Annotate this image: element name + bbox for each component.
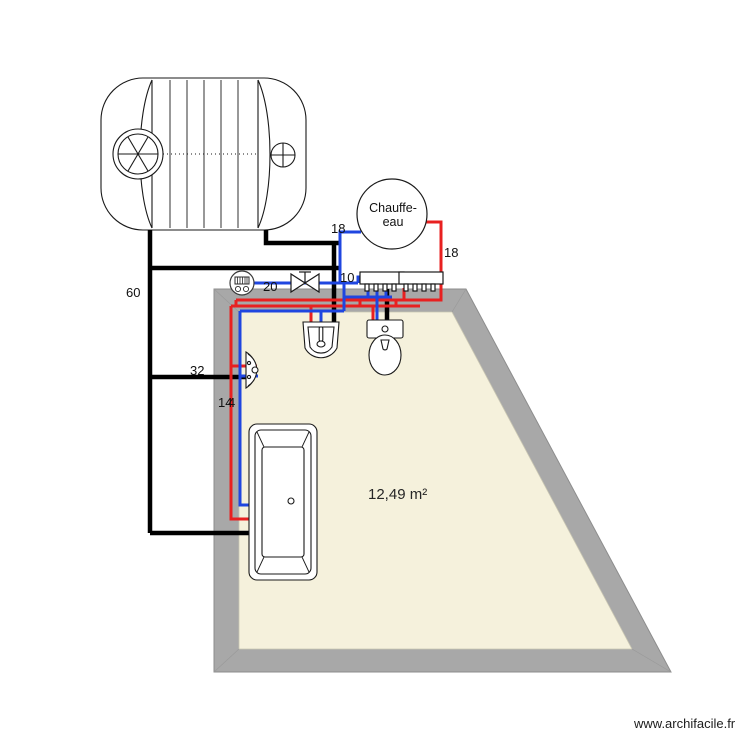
bathtub-icon (248, 423, 318, 581)
water-heater-icon (356, 178, 428, 250)
cold-manifold-icon (359, 271, 405, 292)
dimension-18-cold: 18 (331, 221, 346, 236)
dimension-14: 14 (218, 395, 233, 410)
water-heater-label: Chauffe-eau (364, 201, 422, 229)
dimension-4: 4 (228, 395, 236, 410)
gate-valve-icon (290, 271, 320, 294)
water-heater-label-line1: Chauffe- (369, 201, 417, 215)
toilet-icon (366, 319, 404, 376)
washbasin-icon (245, 351, 259, 389)
tank-icon (100, 77, 307, 231)
dimension-20: 20 (263, 279, 278, 294)
dimension-60: 60 (126, 285, 141, 300)
water-heater-label-line2: eau (382, 215, 404, 229)
wall-miter-lines (213, 288, 672, 673)
dimension-10: 10 (340, 270, 355, 285)
room-shape (213, 288, 672, 673)
watermark-label: www.archifacile.fr (634, 716, 736, 731)
water-meter-icon (229, 270, 255, 296)
dimension-32: 32 (190, 363, 205, 378)
bidet-icon (302, 321, 340, 359)
room-area-label: 12,49 m² (368, 486, 428, 503)
dimension-18-hot: 18 (444, 245, 459, 260)
hot-manifold-icon (398, 271, 444, 292)
